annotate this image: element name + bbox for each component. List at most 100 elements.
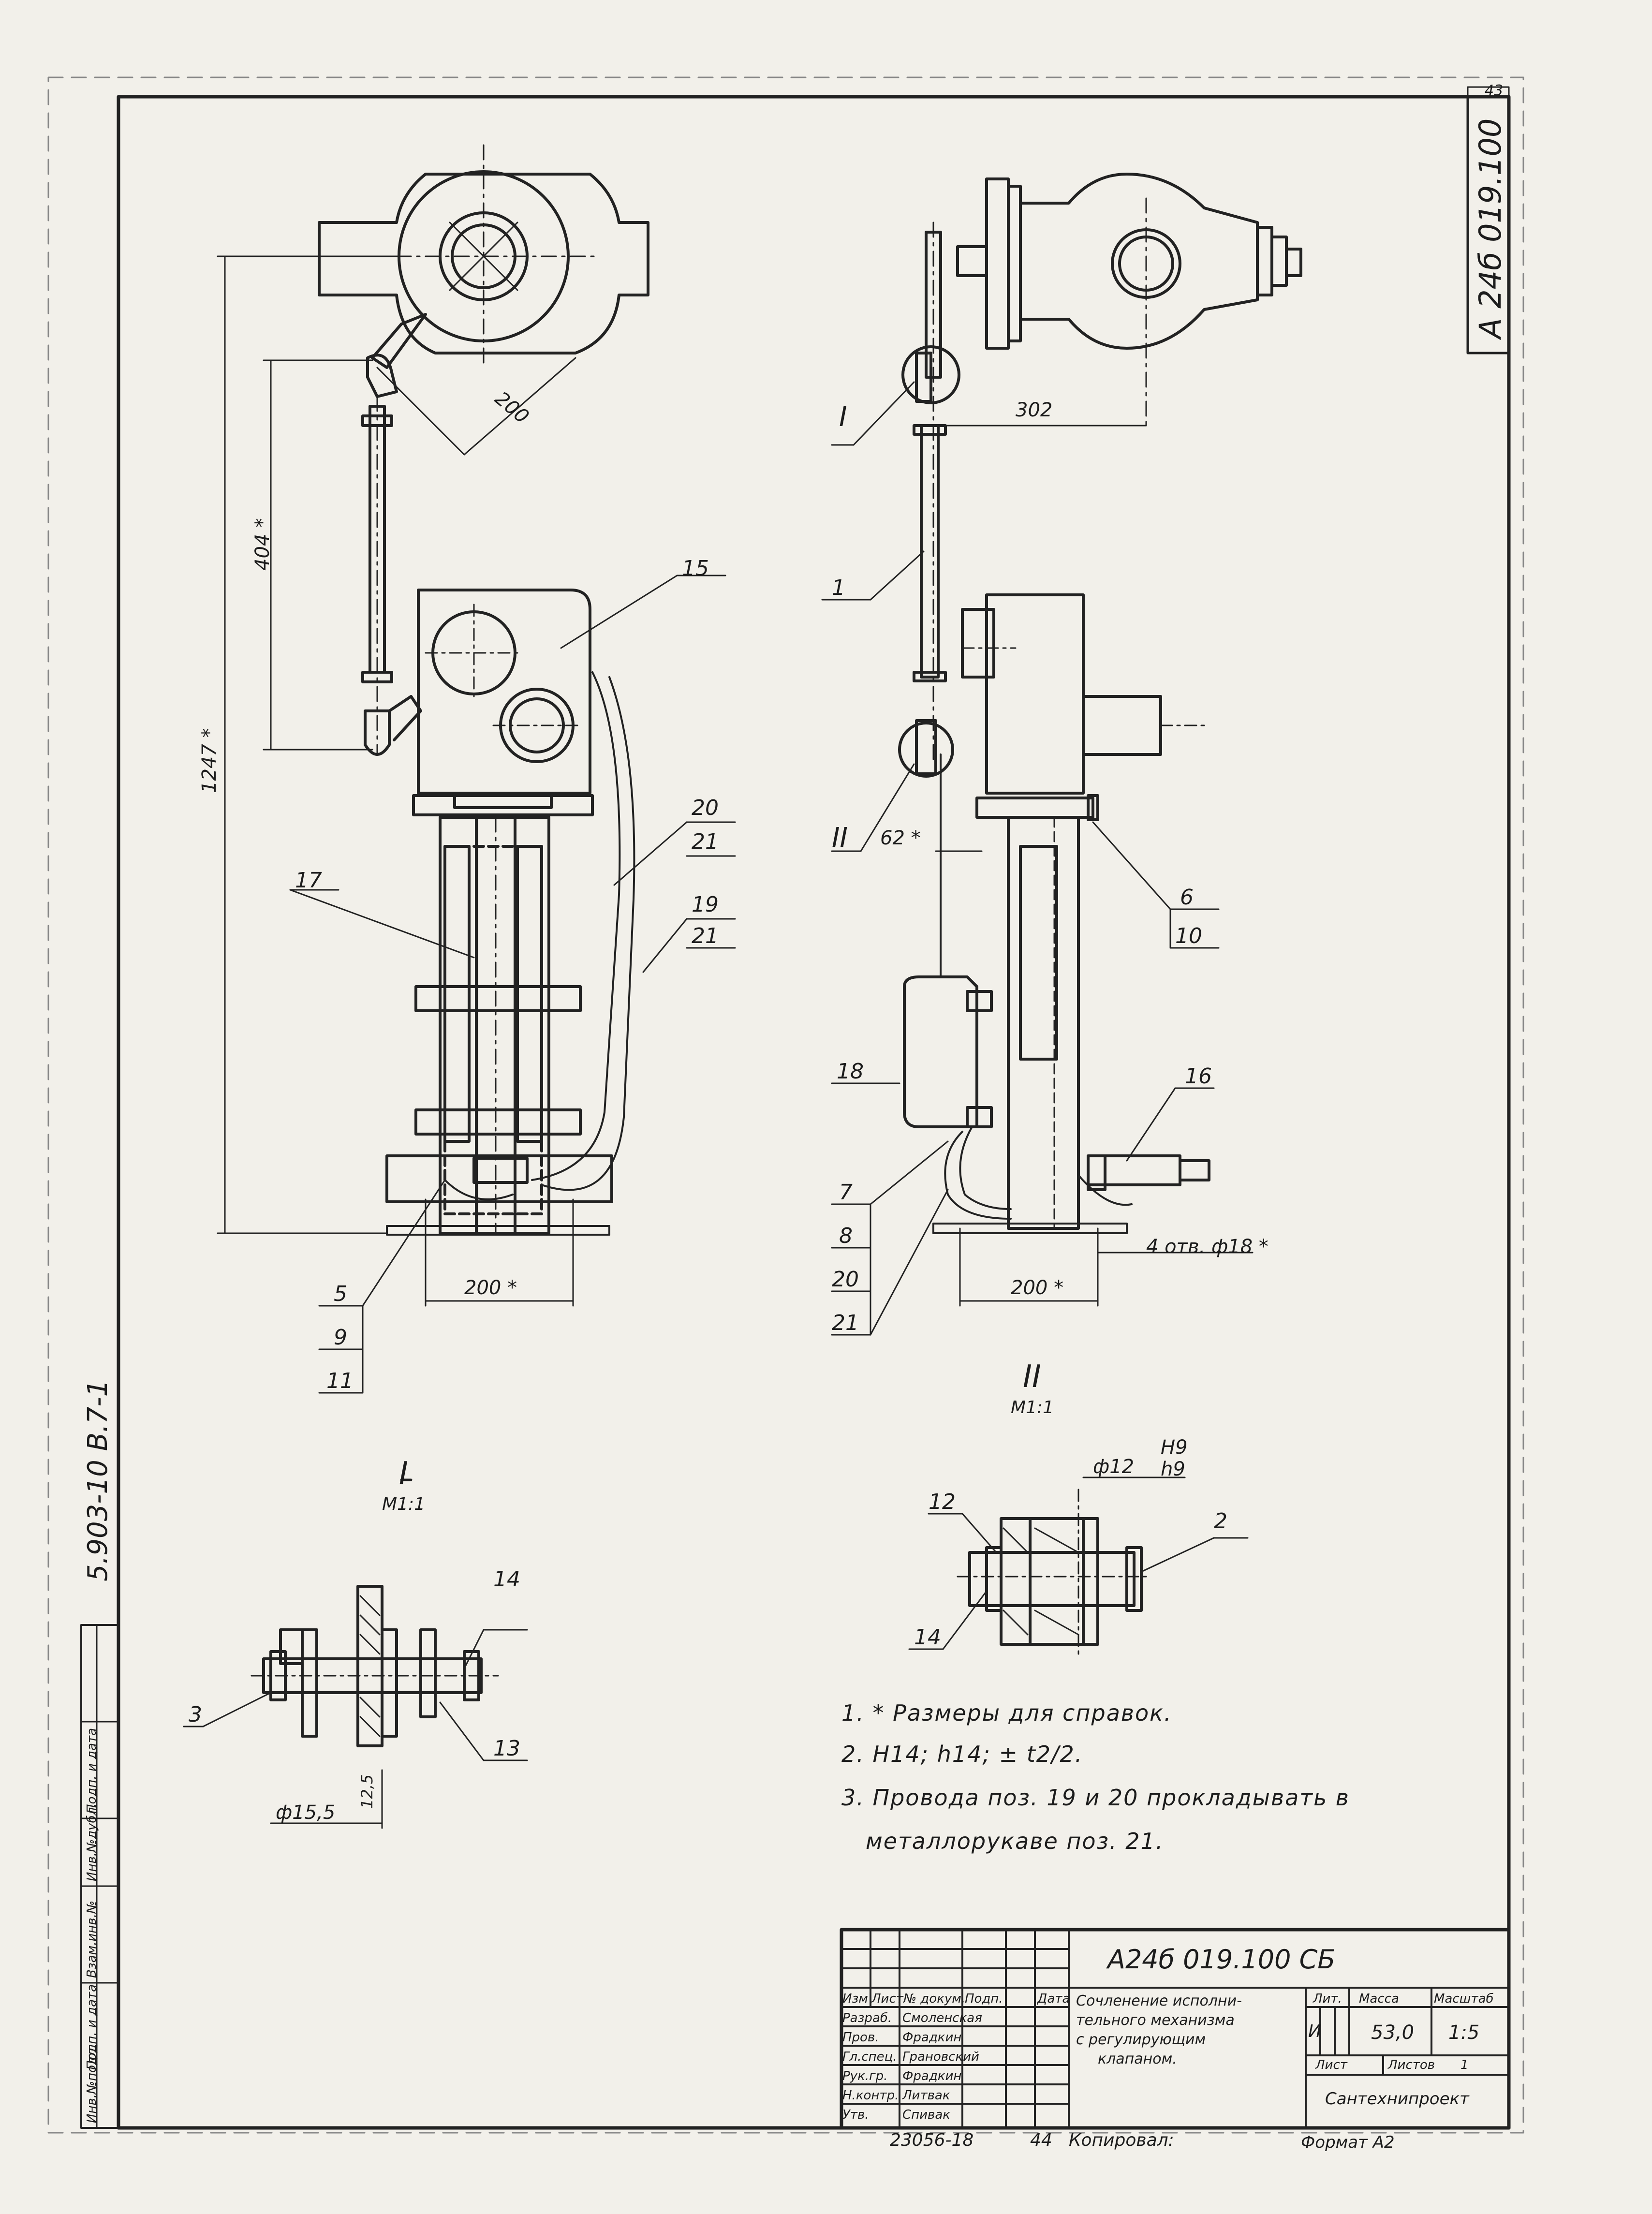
note-4: металлорукаве поз. 21.: [866, 1828, 1164, 1854]
tb-sheet-label: Лист: [1315, 2058, 1347, 2072]
pos-21c: 21: [832, 1311, 859, 1335]
detail-I: [183, 1478, 528, 1829]
sheet-number-box: [1467, 86, 1510, 99]
dim-h9-top: H9: [1161, 1436, 1188, 1459]
pos-9: 9: [334, 1325, 347, 1350]
view-I-scale: М1:1: [382, 1494, 425, 1514]
note-1: 1. * Размеры для справок.: [841, 1700, 1172, 1726]
tb-title-1: Сочленение исполни-: [1076, 1993, 1242, 2009]
dim-404: 404 *: [251, 517, 274, 571]
callout-II: II: [832, 822, 848, 854]
detail-II: [908, 1476, 1249, 1655]
pos-19: 19: [692, 892, 719, 917]
tb-scale: 1:5: [1448, 2022, 1480, 2044]
callout-I: I: [839, 401, 847, 433]
vertical-doc-code: А 24б 019.100: [1473, 118, 1508, 339]
drawing-frame: [117, 95, 1511, 2130]
tb-mass: 53,0: [1371, 2022, 1415, 2044]
pos-11: 11: [326, 1369, 354, 1393]
pos-2: 2: [1214, 1509, 1227, 1534]
tb-name-4: Фрадкин: [902, 2069, 962, 2083]
view-I-title: I: [399, 1456, 408, 1491]
tb-hdr-date: Дата: [1037, 1992, 1070, 2006]
pos-10: 10: [1175, 924, 1202, 948]
tb-title-2: тельного механизма: [1076, 2012, 1235, 2029]
tb-title-4: клапаном.: [1098, 2051, 1177, 2067]
pos-12: 12: [929, 1490, 956, 1514]
tb-hdr-list: Лист: [871, 1992, 903, 2006]
tb-role-5: Н.контр.: [842, 2088, 899, 2103]
tb-name-1: Смоленская: [902, 2011, 982, 2025]
tb-doc-code: А24б 019.100 СБ: [1107, 1944, 1336, 1975]
title-block: [840, 1928, 1511, 2130]
dim-200-left: 200 *: [464, 1277, 517, 1299]
pos-7: 7: [839, 1180, 853, 1205]
stamp-strip: [80, 1624, 119, 2129]
dim-phi15-5: ф15,5: [276, 1801, 336, 1824]
tb-name-2: Фрадкин: [902, 2030, 962, 2045]
tb-name-3: Грановский: [902, 2050, 979, 2064]
tb-lit-label: Лит.: [1313, 1992, 1342, 2006]
tb-role-2: Пров.: [842, 2030, 879, 2045]
side-stamp-2: Подп. и дата: [85, 1984, 99, 2070]
tb-hdr-sign: Подп.: [965, 1992, 1003, 2006]
outer-frame: [47, 76, 1524, 2134]
pos-20a: 20: [692, 796, 719, 820]
left-view: [217, 144, 736, 1394]
note-3: 3. Провода поз. 19 и 20 прокладывать в: [841, 1785, 1350, 1811]
right-view: [821, 173, 1302, 1336]
tb-lit: И: [1308, 2022, 1321, 2041]
pos-21b: 21: [692, 924, 719, 948]
pos-18: 18: [837, 1059, 864, 1084]
footer-copied: Копировал:: [1069, 2130, 1174, 2150]
tb-mass-label: Масса: [1359, 1992, 1399, 2006]
pos-17: 17: [295, 868, 322, 893]
dim-200-right: 200 *: [1011, 1277, 1064, 1299]
tb-name-6: Спивак: [902, 2108, 951, 2122]
side-stamp-5: Подп. и дата: [85, 1727, 99, 1814]
tb-hdr-izm: Изм: [842, 1992, 868, 2006]
dim-1247: 1247 *: [198, 728, 221, 793]
pos-16: 16: [1185, 1064, 1212, 1089]
footer-inv: 23056-18: [890, 2130, 974, 2150]
tb-scale-label: Масштаб: [1434, 1992, 1494, 2006]
view-II-scale: М1:1: [1011, 1398, 1054, 1417]
sheet-number: 43: [1485, 82, 1504, 99]
note-2: 2. H14; h14; ± t2/2.: [841, 1741, 1083, 1767]
pos-6: 6: [1180, 885, 1194, 910]
side-stamp-4: Инв.№дубл.: [85, 1803, 99, 1881]
dim-holes: 4 отв. ф18 *: [1146, 1236, 1268, 1258]
tb-role-6: Утв.: [842, 2108, 869, 2122]
tb-title-3: с регулирующим: [1076, 2031, 1206, 2048]
pos-21a: 21: [692, 829, 719, 854]
pos-3: 3: [189, 1702, 202, 1727]
tb-role-1: Разраб.: [842, 2011, 892, 2025]
tb-organization: Сантехнипроект: [1325, 2089, 1469, 2109]
pos-13: 13: [493, 1736, 520, 1761]
pos-15: 15: [682, 556, 709, 581]
tb-sheets-label: Листов: [1388, 2058, 1435, 2072]
dim-h9-bottom: h9: [1161, 1458, 1185, 1480]
pos-20b: 20: [832, 1267, 859, 1292]
code-box: [1466, 95, 1510, 354]
side-stamp-3: Взам.инв.№: [85, 1901, 99, 1978]
footer-format: Формат А2: [1301, 2133, 1395, 2152]
tb-sheets: 1: [1460, 2058, 1469, 2072]
pos-5: 5: [334, 1282, 347, 1306]
side-reference: 5.903-10 В.7-1: [82, 1379, 114, 1581]
pos-14b: 14: [914, 1625, 941, 1650]
view-II-title: II: [1023, 1359, 1041, 1395]
pos-8: 8: [839, 1224, 853, 1248]
pos-1: 1: [832, 576, 845, 600]
tb-hdr-doc: № докум.: [903, 1992, 966, 2006]
footer-num: 44: [1030, 2130, 1052, 2150]
dim-12-5: 12,5: [358, 1774, 376, 1809]
pos-14a: 14: [493, 1567, 520, 1592]
tb-name-5: Литвак: [902, 2088, 950, 2103]
dim-62: 62 *: [880, 827, 921, 849]
tb-role-3: Гл.спец.: [842, 2050, 897, 2064]
dim-phi12: ф12: [1093, 1456, 1135, 1478]
dim-302: 302: [1016, 399, 1053, 421]
tb-role-4: Рук.гр.: [842, 2069, 888, 2083]
